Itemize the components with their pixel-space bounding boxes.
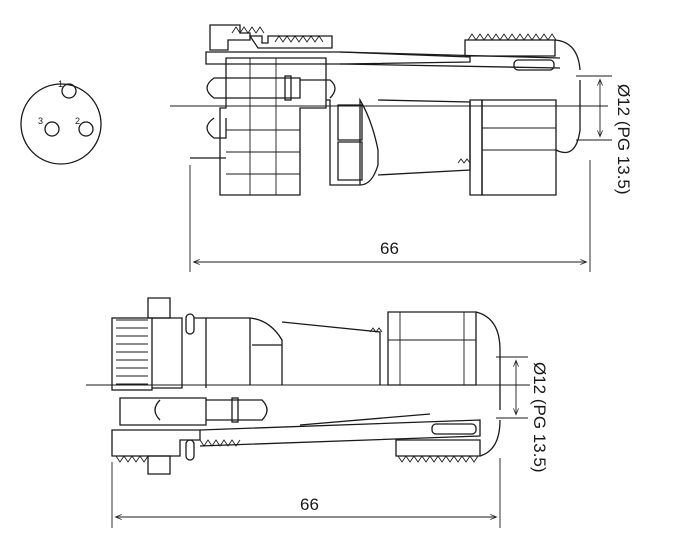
pin-2-label: 2 bbox=[75, 116, 80, 126]
pin-1 bbox=[61, 83, 77, 99]
pin-face-view: 1 2 3 bbox=[20, 79, 102, 165]
pin-2 bbox=[78, 121, 94, 137]
top-length-label: 66 bbox=[380, 239, 399, 258]
pin-3-label: 3 bbox=[38, 116, 43, 126]
pin-face-outline bbox=[20, 83, 102, 165]
top-connector-view: 66 Ø12 (PG 13.5) bbox=[170, 24, 633, 272]
pin-3 bbox=[44, 121, 60, 137]
bottom-connector-view: 66 Ø12 (PG 13.5) bbox=[86, 297, 549, 528]
pin-1-label: 1 bbox=[58, 79, 63, 89]
top-cable-label: Ø12 (PG 13.5) bbox=[614, 84, 633, 195]
bottom-length-label: 66 bbox=[300, 495, 319, 514]
bottom-cable-label: Ø12 (PG 13.5) bbox=[530, 362, 549, 473]
